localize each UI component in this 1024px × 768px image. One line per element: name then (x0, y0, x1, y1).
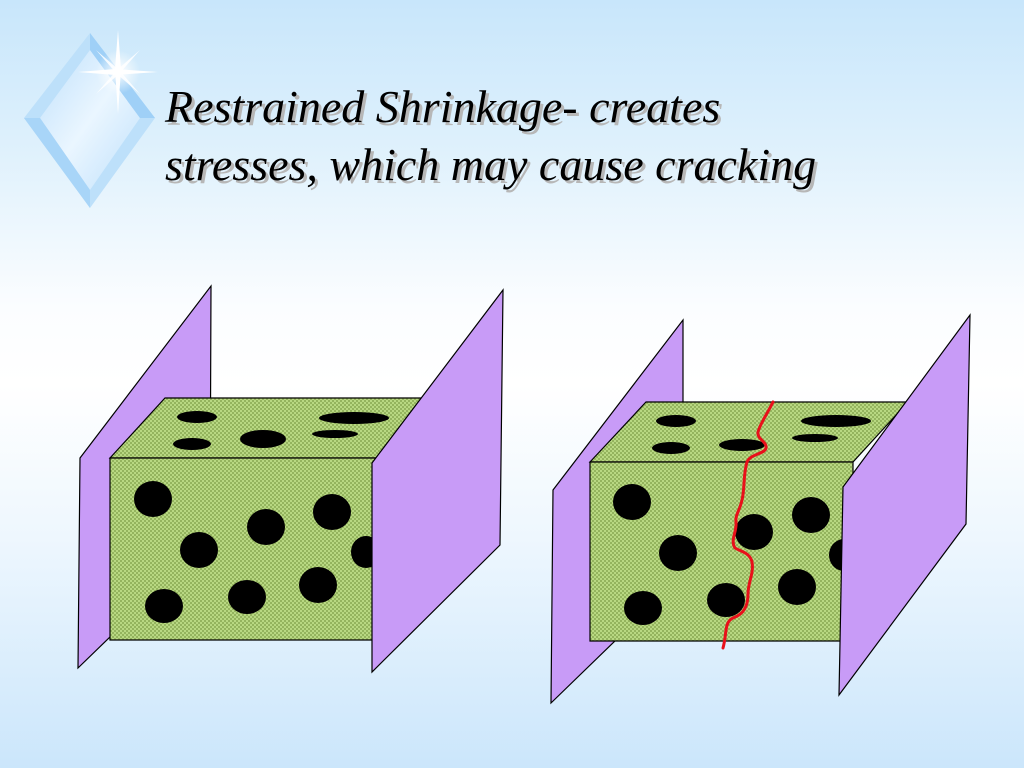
void (228, 580, 266, 614)
block-top-face-right (588, 401, 910, 463)
void (707, 583, 745, 617)
void (177, 411, 217, 423)
void (735, 514, 773, 550)
void (719, 439, 765, 451)
void (778, 569, 816, 605)
void (801, 415, 871, 427)
void (134, 481, 172, 517)
void (299, 567, 337, 603)
void (659, 535, 697, 571)
void (613, 484, 651, 520)
void (247, 509, 285, 545)
void (313, 494, 351, 530)
void (173, 438, 211, 450)
void (312, 430, 358, 438)
void (319, 412, 389, 424)
void (652, 442, 690, 454)
specimen-left (77, 284, 504, 674)
title-line-2: stresses, which may cause cracking (165, 139, 817, 190)
void (145, 589, 183, 623)
void (180, 532, 218, 568)
sparkle-icon (78, 30, 158, 114)
void (656, 415, 696, 427)
voids-top-right (652, 415, 871, 454)
restraint-plate-front-right (838, 313, 971, 697)
voids-front-right (613, 484, 859, 625)
specimen-right (550, 313, 971, 705)
voids-top-left (173, 411, 389, 450)
restraint-plate-front-left (371, 288, 504, 674)
void (792, 497, 830, 533)
title-line-1: Restrained Shrinkage- creates (165, 81, 721, 132)
slide-title: Restrained Shrinkage- creates stresses, … (165, 78, 965, 194)
crack-line (721, 400, 775, 650)
void (240, 430, 286, 448)
void (624, 591, 662, 625)
void (792, 434, 838, 442)
